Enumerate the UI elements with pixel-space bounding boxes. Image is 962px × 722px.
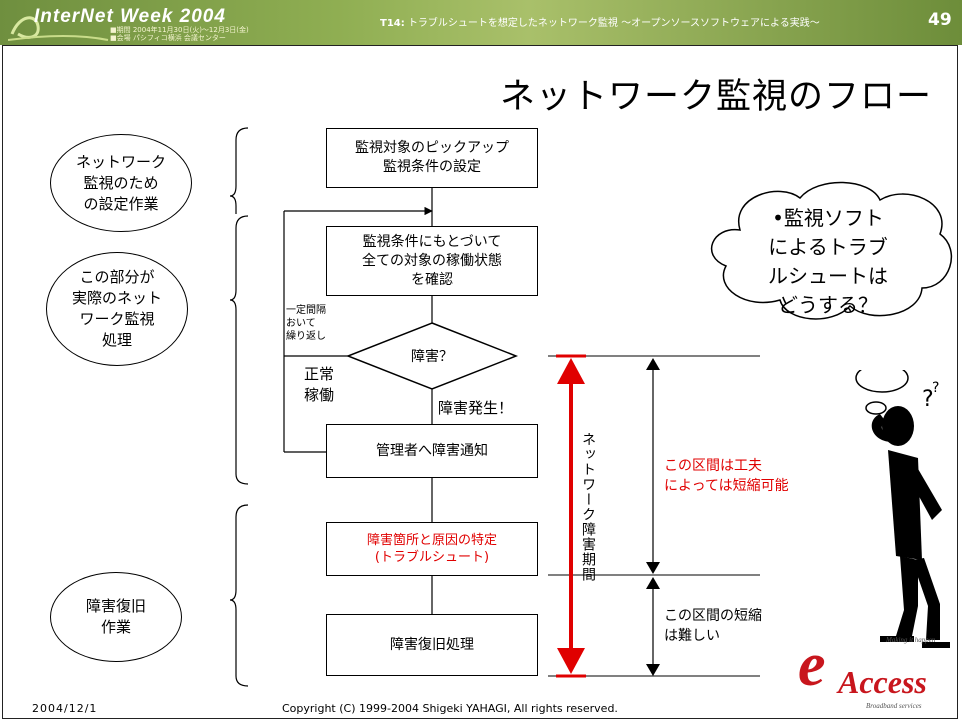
eaccess-logo: Making it happen e Access Broadband serv… (798, 628, 960, 716)
failure-period-label: ネットワーク障害期間 (580, 432, 596, 582)
slide-frame (2, 45, 958, 719)
thought-cloud (710, 181, 952, 320)
step-select-targets: 監視対象のピックアップ監視条件の設定 (326, 128, 538, 188)
footer-date: 2004/12/1 (32, 702, 98, 715)
thinking-person-icon: ? ? (855, 370, 950, 648)
slide-title: ネットワーク監視のフロー (500, 77, 933, 117)
monitoring-note-line4: 処理 (101, 331, 132, 349)
normal-operation-label: 正常稼働 (304, 364, 334, 406)
setup-note-line2: 監視のため (83, 173, 159, 192)
internet-week-logo (8, 16, 109, 41)
monitoring-note-line2: 実際のネット (71, 289, 162, 307)
step2-line1: 監視条件にもとづいて (362, 233, 502, 250)
brand-sub: Broadband services (866, 702, 922, 710)
step1-line2: 監視条件の設定 (383, 159, 481, 175)
brand-name: Access (838, 664, 927, 700)
cloud-line4: どうする？ (778, 293, 878, 317)
cloud-question: •監視ソフトによるトラブルシュートはどうする？ (736, 204, 920, 320)
header-banner (0, 0, 962, 45)
page-number: 49 (928, 10, 952, 30)
brand-tagline: Making it happen (886, 636, 936, 644)
session-title: T14: トラブルシュートを想定したネットワーク監視 〜オープンソースソフトウェ… (380, 14, 820, 29)
interval1-line2: によっては短縮可能 (664, 478, 789, 494)
setup-note-line3: の設定作業 (83, 194, 159, 213)
normal-line1: 正常 (304, 365, 335, 383)
recovery-work-note: 障害復旧作業 (50, 572, 182, 662)
setup-work-note: ネットワーク監視のための設定作業 (50, 134, 192, 232)
step4-line1: 障害箇所と原因の特定 (366, 533, 497, 548)
step2-line2: 全ての対象の稼働状態 (362, 252, 502, 269)
loop-line1: 一定間隔 (286, 305, 326, 316)
step-notify-admin: 管理者へ障害通知 (326, 424, 538, 478)
event-venue: ■会場 パシフィコ横浜 会議センター (110, 34, 226, 42)
recovery-note-line1: 障害復旧 (85, 597, 146, 615)
interval2-line2: は難しい (664, 628, 720, 644)
session-code: T14: (380, 18, 405, 29)
cloud-line1: •監視ソフト (772, 206, 884, 230)
setup-note-line1: ネットワーク (75, 152, 166, 171)
shortenable-interval-note: この区間は工夫によっては短縮可能 (664, 456, 789, 496)
session-name: トラブルシュートを想定したネットワーク監視 〜オープンソースソフトウェアによる実… (407, 18, 820, 29)
step1-line1: 監視対象のピックアップ (355, 140, 509, 156)
svg-text:?: ? (932, 380, 939, 396)
loop-line3: 繰り返し (286, 331, 326, 342)
interval2-line1: この区間の短縮 (664, 608, 762, 624)
footer-copyright: Copyright (C) 1999-2004 Shigeki YAHAGI, … (282, 702, 618, 715)
decision-failure: 障害？ (411, 349, 453, 365)
hard-interval-note: この区間の短縮は難しい (664, 606, 762, 646)
step-check-status: 監視条件にもとづいて全ての対象の稼働状態を確認 (326, 226, 538, 296)
loop-label: 一定間隔おいて繰り返し (286, 304, 326, 343)
step-recovery: 障害復旧処理 (326, 614, 538, 676)
monitoring-note-line3: ワーク監視 (79, 310, 155, 328)
cloud-line3: ルシュートは (768, 264, 888, 288)
step2-line3: を確認 (411, 271, 453, 288)
interval1-line1: この区間は工夫 (664, 458, 762, 474)
logo-text: InterNet Week 2004 (34, 6, 226, 27)
failure-occurred-label: 障害発生！ (438, 399, 514, 417)
monitoring-note-line1: この部分が (79, 268, 155, 286)
normal-line2: 稼働 (304, 386, 335, 404)
brand-e-glyph: e (798, 631, 826, 699)
event-period: ■期間 2004年11月30日(火)〜12月3日(金) (110, 26, 249, 34)
cloud-line2: によるトラブ (768, 235, 888, 259)
step4-line2: (トラブルシュート) (374, 550, 490, 565)
svg-text:?: ? (922, 387, 934, 412)
step-troubleshoot: 障害箇所と原因の特定 (トラブルシュート) (326, 522, 538, 576)
loop-line2: おいて (286, 318, 316, 329)
recovery-note-line2: 作業 (100, 618, 131, 636)
monitoring-process-note: この部分が実際のネットワーク監視処理 (46, 252, 188, 366)
